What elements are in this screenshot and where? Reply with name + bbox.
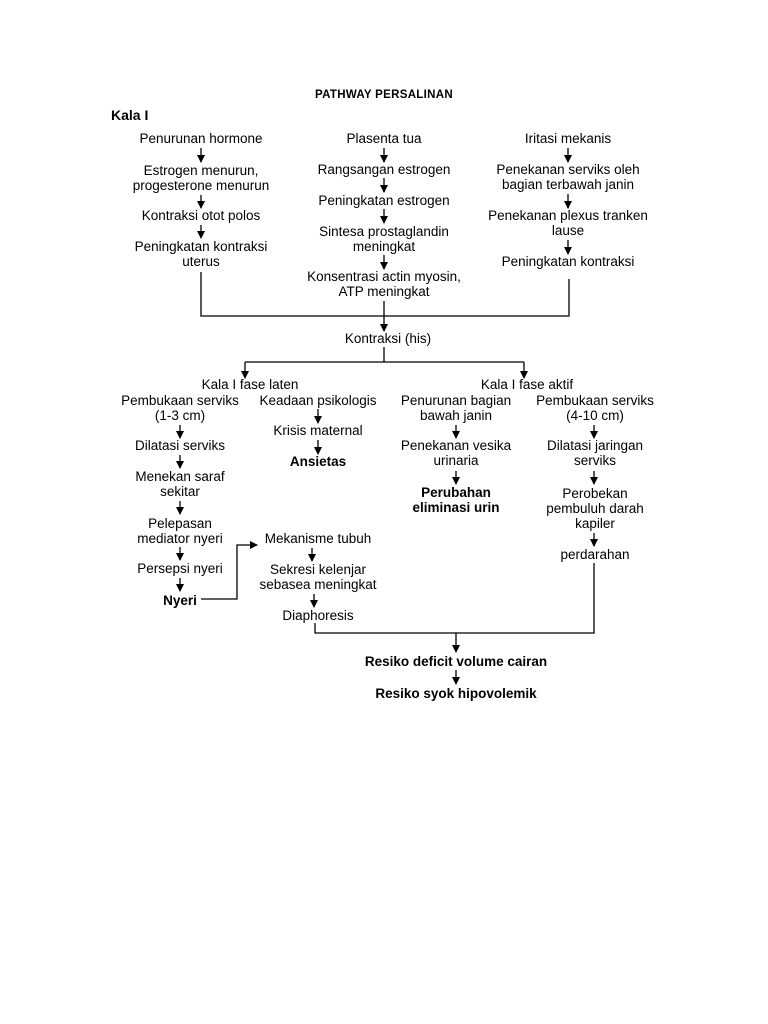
node-pain-mediator: Pelepasan mediator nyeri: [137, 516, 223, 546]
diagnosis-hypovolemic-shock: Resiko syok hipovolemik: [375, 686, 537, 701]
node-estrogen-stimulation: Rangsangan estrogen: [317, 162, 451, 177]
node-cervix-pressure: Penekanan serviks oleh bagian terbawah j…: [496, 162, 640, 192]
node-contraction-his: Kontraksi (his): [344, 331, 432, 346]
node-mechanical-irritation: Iritasi mekanis: [524, 131, 612, 146]
node-uterine-contraction: Peningkatan kontraksi uterus: [134, 239, 268, 269]
diagnosis-urinary-elimination: Perubahan eliminasi urin: [412, 485, 500, 515]
node-old-placenta: Plasenta tua: [346, 131, 422, 146]
diagnosis-anxiety: Ansietas: [289, 454, 347, 469]
latent-phase-heading: Kala I fase laten: [201, 377, 299, 392]
node-hormone-decline: Penurunan hormone: [139, 131, 263, 146]
node-fetal-descent: Penurunan bagian bawah janin: [400, 393, 512, 423]
node-actin-myosin: Konsentrasi actin myosin, ATP meningkat: [307, 269, 461, 299]
node-maternal-crisis: Krisis maternal: [273, 423, 363, 438]
diagnosis-fluid-deficit: Resiko deficit volume cairan: [364, 654, 548, 669]
node-estrogen-decline: Estrogen menurun, progesterone menurun: [132, 163, 270, 193]
final-merge-bracket: [314, 563, 595, 634]
node-prostaglandin-synthesis: Sintesa prostaglandin meningkat: [319, 224, 449, 254]
pain-to-mechanism-arrow: [201, 541, 258, 600]
node-bladder-pressure: Penekanan vesika urinaria: [400, 438, 512, 468]
node-smooth-muscle-contraction: Kontraksi otot polos: [141, 208, 261, 223]
page-title: PATHWAY PERSALINAN: [315, 89, 453, 101]
merge-bracket: [200, 272, 570, 317]
node-nerve-pressure: Menekan saraf sekitar: [135, 469, 225, 499]
arrow-group: [176, 148, 598, 685]
node-cervix-dilatation: Dilatasi serviks: [134, 438, 226, 453]
node-latent-cervix-opening: Pembukaan serviks (1-3 cm): [121, 393, 239, 423]
node-diaphoresis: Diaphoresis: [282, 608, 354, 623]
node-pain-perception: Persepsi nyeri: [137, 561, 223, 576]
active-phase-heading: Kala I fase aktif: [480, 377, 574, 392]
node-capillary-rupture: Perobekan pembuluh darah kapiler: [546, 486, 644, 531]
node-tissue-dilatation: Dilatasi jaringan serviks: [546, 438, 644, 468]
node-bleeding: perdarahan: [560, 547, 630, 562]
node-psychological-state: Keadaan psikologis: [259, 393, 377, 408]
section-heading: Kala I: [111, 107, 149, 123]
node-sebaceous-secretion: Sekresi kelenjar sebasea meningkat: [259, 562, 377, 592]
node-contraction-increase: Peningkatan kontraksi: [501, 254, 635, 269]
node-plexus-pressure: Penekanan plexus tranken lause: [488, 208, 648, 238]
node-body-mechanism: Mekanisme tubuh: [264, 531, 372, 546]
node-active-cervix-opening: Pembukaan serviks (4-10 cm): [536, 393, 654, 423]
diagnosis-pain: Nyeri: [163, 593, 197, 608]
node-estrogen-increase: Peningkatan estrogen: [318, 193, 450, 208]
